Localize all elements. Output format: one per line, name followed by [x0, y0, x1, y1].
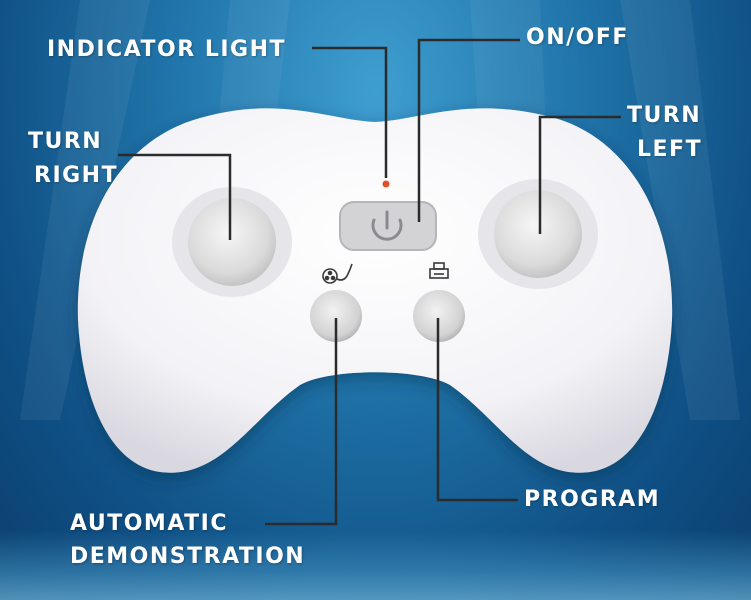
indicator-light-label: INDICATOR LIGHT — [47, 37, 286, 62]
turn-left-stick[interactable] — [494, 190, 582, 278]
turn-right-callout — [118, 153, 232, 240]
automatic-demonstration-button[interactable] — [310, 290, 362, 342]
printer-icon — [429, 262, 449, 279]
indicator-light-callout — [312, 46, 388, 178]
power-icon — [371, 210, 403, 241]
turn-right-label-line2: RIGHT — [34, 163, 119, 188]
program-callout — [436, 318, 518, 502]
on-off-label: ON/OFF — [526, 25, 629, 50]
program-button[interactable] — [413, 290, 465, 342]
turn-left-label-line1: TURN — [627, 103, 702, 128]
automatic-label-line1: AUTOMATIC — [70, 511, 228, 536]
on-off-callout — [417, 38, 520, 222]
turn-left-callout — [538, 115, 621, 234]
turn-right-label-line1: TURN — [28, 129, 103, 154]
turn-right-stick[interactable] — [188, 198, 276, 286]
automatic-callout — [265, 318, 338, 526]
film-reel-icon — [322, 263, 353, 284]
turn-left-label-line2: LEFT — [637, 137, 703, 162]
automatic-label-line2: DEMONSTRATION — [70, 544, 306, 569]
program-label: PROGRAM — [524, 487, 661, 512]
sea-floor — [0, 530, 751, 600]
indicator-led — [382, 180, 390, 188]
